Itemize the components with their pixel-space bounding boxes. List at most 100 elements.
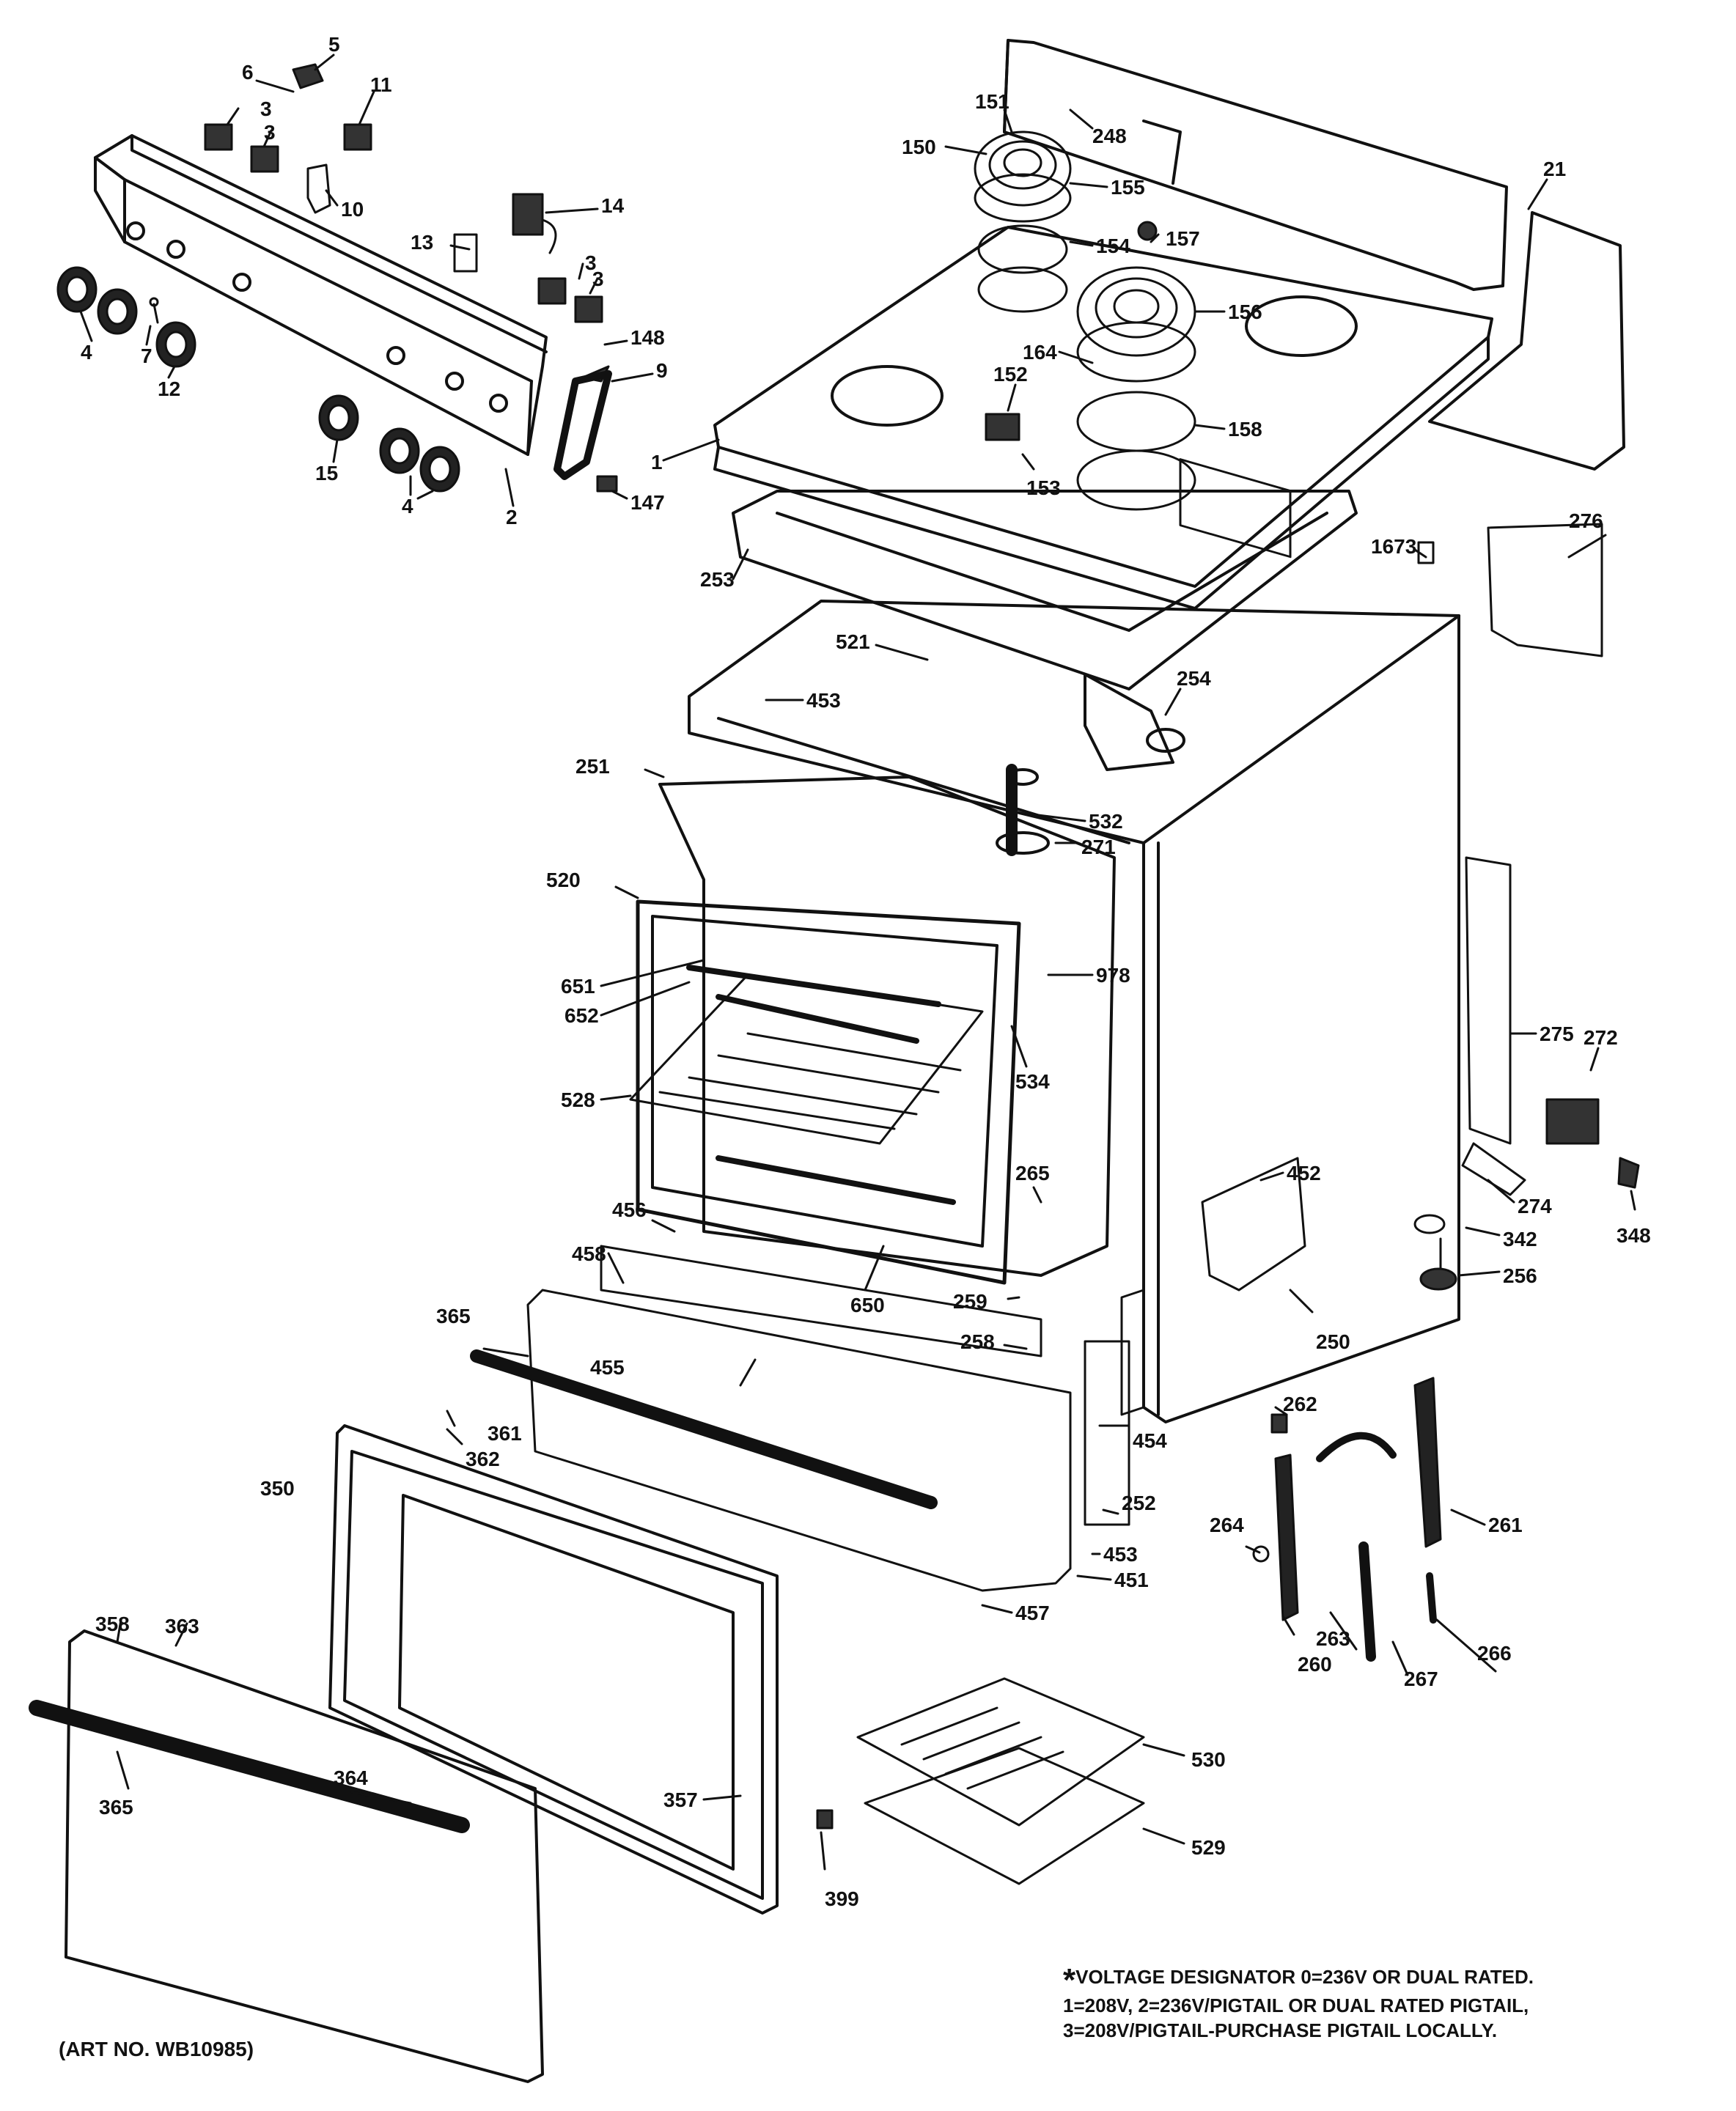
callout-labels: 5 6 3 3 11 10 14 13 3 3 148 9 147 4 7 12… [81,33,1651,1910]
callout-520: 520 [546,869,581,891]
callout-262: 262 [1283,1393,1317,1415]
callout-254: 254 [1177,667,1211,690]
callout-250: 250 [1316,1330,1350,1353]
callout-4: 4 [81,341,92,364]
control-panel [94,134,548,456]
callout-357: 357 [663,1788,698,1811]
voltage-designator-note: *VOLTAGE DESIGNATOR 0=236V OR DUAL RATED… [1063,1964,1534,2043]
callout-259: 259 [953,1290,987,1313]
callout-11: 11 [370,73,392,96]
callout-150: 150 [902,136,936,158]
callout-4: 4 [402,495,413,517]
callout-152: 152 [993,363,1028,386]
callout-158: 158 [1228,418,1262,441]
callout-248: 248 [1092,125,1127,147]
callout-14: 14 [601,194,625,217]
cooktop-drip-pan [732,490,1358,690]
callout-15: 15 [315,462,338,485]
callout-266: 266 [1477,1642,1512,1665]
callout-147: 147 [630,491,665,514]
callout-265: 265 [1015,1162,1050,1185]
callout-1: 1 [651,451,663,474]
callout-258: 258 [960,1330,995,1353]
callout-9: 9 [656,359,668,382]
callout-264: 264 [1210,1514,1244,1536]
oven-door [29,1424,779,2083]
footnote-star: * [1063,1962,1076,1998]
callout-364: 364 [334,1766,368,1789]
callout-365: 365 [436,1305,471,1327]
callout-252: 252 [1122,1492,1156,1514]
callout-156: 156 [1228,301,1262,323]
callout-155: 155 [1111,176,1145,199]
callout-456: 456 [612,1198,647,1221]
surface-units [974,130,1196,511]
callout-6: 6 [242,61,254,84]
callout-263: 263 [1316,1627,1350,1650]
callout-261: 261 [1488,1514,1523,1536]
callout-451: 451 [1114,1569,1149,1591]
side-trim-and-brackets [1413,523,1640,1291]
callout-348: 348 [1617,1224,1651,1247]
callout-529: 529 [1191,1836,1226,1859]
callout-350: 350 [260,1477,295,1500]
callout-2: 2 [506,506,518,528]
control-knobs [56,266,460,493]
callout-3: 3 [260,97,272,120]
footnote-line-2: 1=208V, 2=236V/PIGTAIL OR DUAL RATED PIG… [1063,1994,1529,2016]
callout-399: 399 [825,1887,859,1910]
callout-534: 534 [1015,1070,1050,1093]
callout-458: 458 [572,1242,606,1265]
oven-liner [636,775,1116,1285]
lower-front-frame [470,1245,1145,1592]
callout-267: 267 [1404,1668,1438,1690]
callout-164: 164 [1023,341,1057,364]
callout-21: 21 [1543,158,1566,180]
callout-362: 362 [466,1448,500,1470]
callout-978: 978 [1096,964,1130,987]
callout-256: 256 [1503,1264,1537,1287]
callout-5: 5 [328,33,340,56]
art-number: (ART NO. WB10985) [59,2038,254,2060]
callout-7: 7 [141,345,152,367]
callout-361: 361 [488,1422,522,1445]
back-cover-panel [1428,211,1625,471]
callout-153: 153 [1026,476,1061,499]
callout-365: 365 [99,1796,133,1819]
leader-lines [79,54,1636,1871]
callout-652: 652 [564,1004,599,1027]
callout-3: 3 [592,268,604,290]
callout-12: 12 [158,377,180,400]
callout-1673: 1673 [1371,535,1416,558]
callout-274: 274 [1518,1195,1552,1217]
callout-455: 455 [590,1356,625,1379]
callout-453: 453 [806,689,841,712]
callout-253: 253 [700,568,735,591]
callout-358: 358 [95,1613,130,1635]
callout-272: 272 [1584,1026,1618,1049]
footnote-line-1: VOLTAGE DESIGNATOR 0=236V OR DUAL RATED. [1075,1966,1534,1988]
callout-276: 276 [1569,509,1603,532]
callout-457: 457 [1015,1602,1050,1624]
footnote-line-3: 3=208V/PIGTAIL-PURCHASE PIGTAIL LOCALLY. [1063,2019,1498,2041]
callout-157: 157 [1166,227,1200,250]
callout-148: 148 [630,326,665,349]
callout-521: 521 [836,630,870,653]
callout-650: 650 [850,1294,885,1316]
callout-454: 454 [1133,1429,1167,1452]
callout-363: 363 [165,1615,199,1637]
callout-251: 251 [575,755,610,778]
callout-275: 275 [1540,1023,1574,1045]
callout-3: 3 [585,251,597,274]
callout-453: 453 [1103,1543,1138,1566]
callout-154: 154 [1096,235,1130,257]
door-hinges [816,1377,1442,1830]
callout-151: 151 [975,90,1009,113]
callout-260: 260 [1298,1653,1332,1676]
callout-3: 3 [264,121,276,144]
callout-13: 13 [411,231,433,254]
callout-342: 342 [1503,1228,1537,1250]
callout-10: 10 [341,198,364,221]
